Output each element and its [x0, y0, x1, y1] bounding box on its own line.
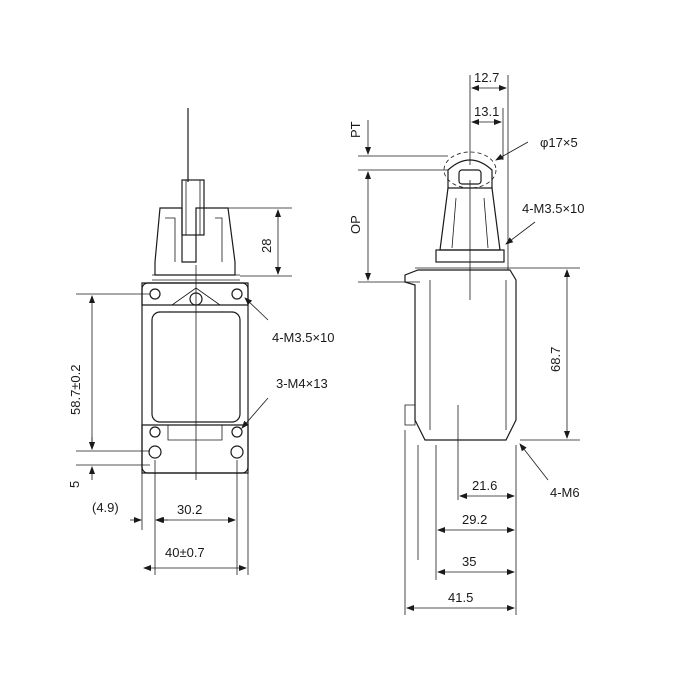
mount-hole-icon — [230, 445, 244, 459]
side-body — [404, 269, 517, 441]
roller-dashed — [443, 151, 497, 189]
dim-41-5-label: 41.5 — [448, 590, 473, 605]
mount-hole-icon — [231, 426, 243, 438]
dim-21-6-label: 21.6 — [472, 478, 497, 493]
callout-m6: 4-M6 — [550, 485, 580, 500]
roller — [447, 159, 493, 189]
dim-58-7-label: 58.7±0.2 — [68, 364, 83, 415]
dim-12-7-label: 12.7 — [474, 70, 499, 85]
dim-13-1-label: 13.1 — [474, 104, 499, 119]
dim-28-label: 28 — [259, 239, 274, 253]
callout-phi: φ17×5 — [540, 135, 578, 150]
dim-68-7-label: 68.7 — [548, 347, 563, 372]
mount-hole-icon — [149, 426, 161, 438]
mount-hole-icon — [148, 445, 162, 459]
side-view: 12.7 13.1 PT OP φ17×5 4-M3.5×10 68.7 4-M… — [348, 70, 585, 615]
dim-5-label: 5 — [67, 481, 82, 488]
callout-m3-5-front: 4-M3.5×10 — [272, 330, 335, 345]
dim-4-9-label: (4.9) — [92, 500, 119, 515]
front-view: 28 58.7±0.2 5 4-M3.5×10 3-M4×13 (4.9) 30… — [67, 108, 335, 575]
dim-op-label: OP — [348, 215, 363, 234]
callout-m4: 3-M4×13 — [276, 376, 328, 391]
dim-35-label: 35 — [462, 554, 476, 569]
callout-m3-5-side: 4-M3.5×10 — [522, 201, 585, 216]
dim-29-2-label: 29.2 — [462, 512, 487, 527]
mount-hole-icon — [149, 288, 161, 300]
dim-40-label: 40±0.7 — [165, 545, 205, 560]
mount-hole-icon — [231, 288, 243, 300]
dim-pt-label: PT — [348, 121, 363, 138]
dim-30-2-label: 30.2 — [177, 502, 202, 517]
